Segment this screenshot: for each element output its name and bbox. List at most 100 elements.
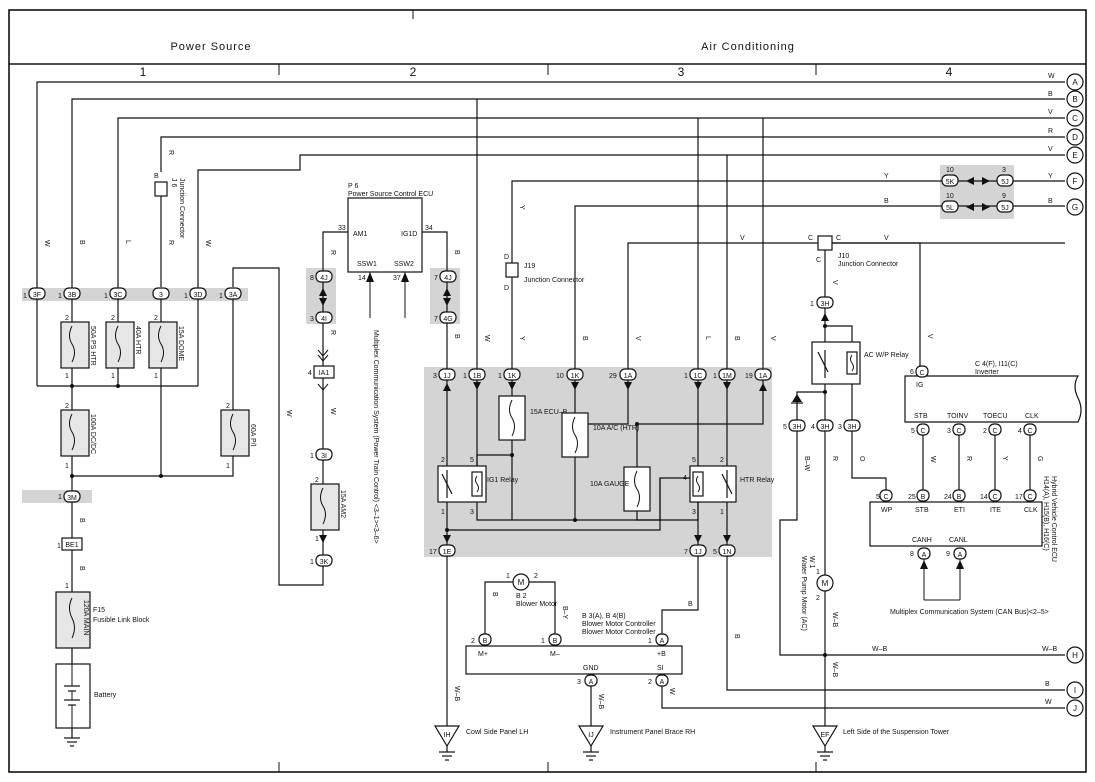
svg-text:2: 2	[65, 315, 69, 322]
ig1-relay: IG1 Relay 2 5 1 3	[437, 457, 519, 516]
svg-text:STB: STB	[915, 507, 929, 514]
svg-text:+B: +B	[657, 651, 666, 658]
svg-text:1: 1	[58, 494, 62, 501]
svg-text:ETI: ETI	[954, 507, 965, 514]
svg-text:3: 3	[577, 679, 581, 686]
connector-4g: 7 4G	[434, 311, 457, 324]
svg-text:1: 1	[541, 638, 545, 645]
svg-text:B–Y: B–Y	[561, 606, 568, 620]
svg-text:3: 3	[1002, 167, 1006, 174]
svg-text:1: 1	[506, 573, 510, 580]
column-label: 4	[946, 65, 953, 79]
svg-text:W: W	[43, 240, 50, 247]
svg-text:R: R	[831, 456, 838, 461]
connector-4j: 8 4J	[310, 270, 333, 283]
svg-text:15A AM2: 15A AM2	[339, 490, 346, 518]
svg-text:1J: 1J	[443, 373, 450, 380]
svg-text:5: 5	[713, 549, 717, 556]
svg-text:L: L	[704, 336, 711, 340]
svg-text:4: 4	[308, 370, 312, 377]
svg-text:2: 2	[65, 403, 69, 410]
svg-text:C: C	[816, 257, 821, 264]
svg-text:A: A	[660, 638, 665, 645]
svg-text:B–W: B–W	[803, 456, 810, 472]
svg-text:1: 1	[65, 373, 69, 380]
svg-text:1: 1	[648, 638, 652, 645]
svg-text:Battery: Battery	[94, 692, 117, 699]
svg-text:1A: 1A	[759, 373, 768, 380]
svg-text:3: 3	[947, 428, 951, 435]
svg-text:Instrument Panel Brace RH: Instrument Panel Brace RH	[610, 729, 695, 736]
ground-ij: IJ Instrument Panel Brace RH	[577, 725, 695, 761]
svg-text:W–B: W–B	[831, 662, 838, 678]
svg-text:5L: 5L	[946, 205, 954, 212]
svg-text:B: B	[957, 494, 962, 501]
svg-text:24: 24	[944, 494, 952, 501]
svg-text:B: B	[154, 173, 159, 180]
svg-text:A: A	[922, 552, 927, 559]
fuse-50a-ps-htr: 2 1 50A PS HTR	[60, 315, 96, 380]
column-label: 2	[410, 65, 417, 79]
svg-text:34: 34	[425, 225, 433, 232]
svg-text:B 2: B 2	[516, 593, 527, 600]
svg-text:A: A	[1072, 78, 1078, 87]
multiplex-can-label: Multiplex Communication System (CAN Bus)…	[890, 609, 1049, 616]
svg-text:C: C	[992, 494, 997, 501]
svg-text:B: B	[453, 250, 460, 255]
svg-text:5J: 5J	[1001, 205, 1008, 212]
connector-3h-top: 1 3H	[810, 296, 834, 309]
svg-text:2: 2	[154, 315, 158, 322]
svg-text:Power Source Control ECU: Power Source Control ECU	[348, 191, 433, 198]
svg-text:IH: IH	[444, 732, 451, 739]
svg-text:CANH: CANH	[912, 537, 932, 544]
fuse-60a-pi: 2 1 60A P/I	[220, 403, 256, 470]
svg-text:C: C	[992, 428, 997, 435]
svg-text:10: 10	[556, 373, 564, 380]
svg-text:Water Pump Motor (AC): Water Pump Motor (AC)	[800, 556, 807, 631]
fuse-100a-dcdc: 2 1 100A DC/DC	[60, 403, 96, 470]
svg-text:4J: 4J	[444, 275, 451, 282]
svg-text:TOINV: TOINV	[947, 413, 969, 420]
junction-block-top-connectors: 3 1J 1 1B 1 1K 10 1K 29 1A 1 1C 1 1M 19 …	[433, 368, 772, 381]
svg-text:Junction Connector: Junction Connector	[524, 277, 585, 284]
svg-text:2: 2	[648, 679, 652, 686]
svg-text:14: 14	[980, 494, 988, 501]
svg-text:3H: 3H	[848, 424, 857, 431]
svg-text:5: 5	[783, 424, 787, 431]
svg-text:B 3(A), B 4(B): B 3(A), B 4(B)	[582, 613, 626, 620]
svg-text:3: 3	[470, 509, 474, 516]
svg-text:Cowl Side Panel LH: Cowl Side Panel LH	[466, 729, 528, 736]
svg-text:3I: 3I	[321, 453, 327, 460]
svg-text:Y: Y	[518, 205, 525, 210]
connector-ia1: 4 IA1	[308, 365, 335, 379]
ground-ih: IH Cowl Side Panel LH	[433, 725, 528, 761]
svg-text:C: C	[919, 370, 924, 377]
svg-text:W: W	[329, 408, 336, 415]
svg-text:F15: F15	[93, 607, 105, 614]
connector-5k: 10 5K	[941, 167, 959, 187]
power-source-control-ecu: P 6 Power Source Control ECU AM1 IG1D SS…	[338, 183, 433, 282]
svg-text:3K: 3K	[320, 559, 329, 566]
svg-text:10A GAUGE: 10A GAUGE	[590, 481, 630, 488]
svg-text:1: 1	[65, 463, 69, 470]
svg-text:1: 1	[463, 373, 467, 380]
svg-text:4G: 4G	[443, 316, 452, 323]
svg-text:V: V	[926, 334, 933, 339]
svg-text:1: 1	[58, 293, 62, 300]
svg-text:1: 1	[498, 373, 502, 380]
svg-text:15A DOME: 15A DOME	[177, 326, 184, 361]
connector-be1: 1 BE1	[57, 537, 83, 551]
svg-text:3: 3	[692, 509, 696, 516]
svg-text:3: 3	[433, 373, 437, 380]
svg-text:1: 1	[23, 293, 27, 300]
svg-text:10A A/C (HTR): 10A A/C (HTR)	[593, 425, 639, 432]
svg-text:L: L	[124, 240, 131, 244]
svg-text:B: B	[483, 638, 488, 645]
svg-text:1: 1	[219, 293, 223, 300]
svg-text:2: 2	[226, 403, 230, 410]
svg-text:1B: 1B	[473, 373, 482, 380]
svg-text:2: 2	[441, 457, 445, 464]
svg-text:3M: 3M	[67, 495, 77, 502]
svg-text:W–B: W–B	[1042, 646, 1058, 653]
